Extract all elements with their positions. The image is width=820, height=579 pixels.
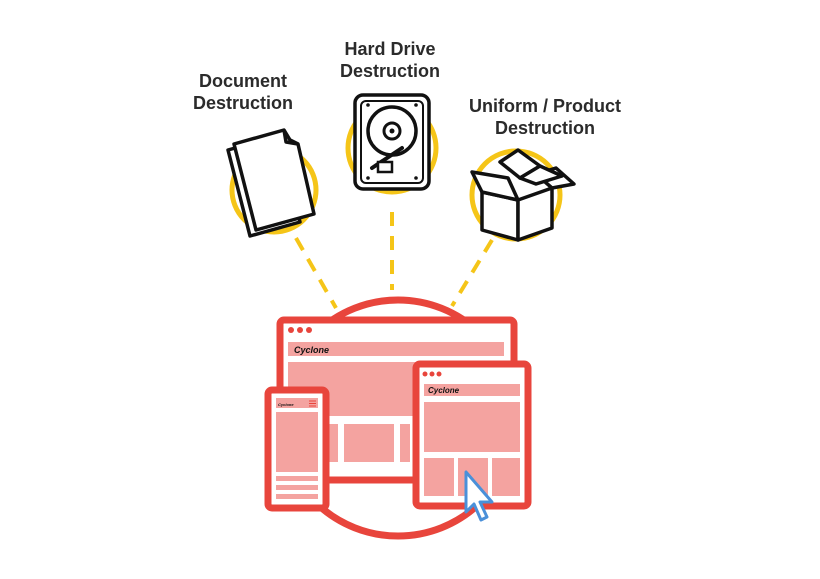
connector-lines <box>294 212 494 309</box>
label-hard-drive-line2: Destruction <box>339 61 440 81</box>
label-document-line2: Destruction <box>192 93 293 113</box>
label-hard-drive-destruction: Hard Drive Destruction <box>325 38 455 82</box>
label-uniform-product-destruction: Uniform / Product Destruction <box>450 95 640 139</box>
cursor-icon <box>464 470 494 522</box>
phone-device: Cyclone <box>264 386 330 512</box>
label-uniform-line1: Uniform / Product <box>469 96 621 116</box>
box-icon <box>469 148 576 242</box>
label-uniform-line2: Destruction <box>494 118 595 138</box>
document-icon <box>226 128 319 238</box>
hard-drive-icon <box>345 93 439 195</box>
label-document-line1: Document <box>198 71 287 91</box>
connector-uniform <box>450 238 494 308</box>
tablet-brand-logo: Cyclone <box>428 386 460 395</box>
phone-brand-logo: Cyclone <box>278 402 294 407</box>
connector-document <box>294 237 338 309</box>
desktop-brand-logo: Cyclone <box>294 345 329 355</box>
label-document-destruction: Document Destruction <box>178 70 308 114</box>
label-hard-drive-line1: Hard Drive <box>344 39 436 59</box>
